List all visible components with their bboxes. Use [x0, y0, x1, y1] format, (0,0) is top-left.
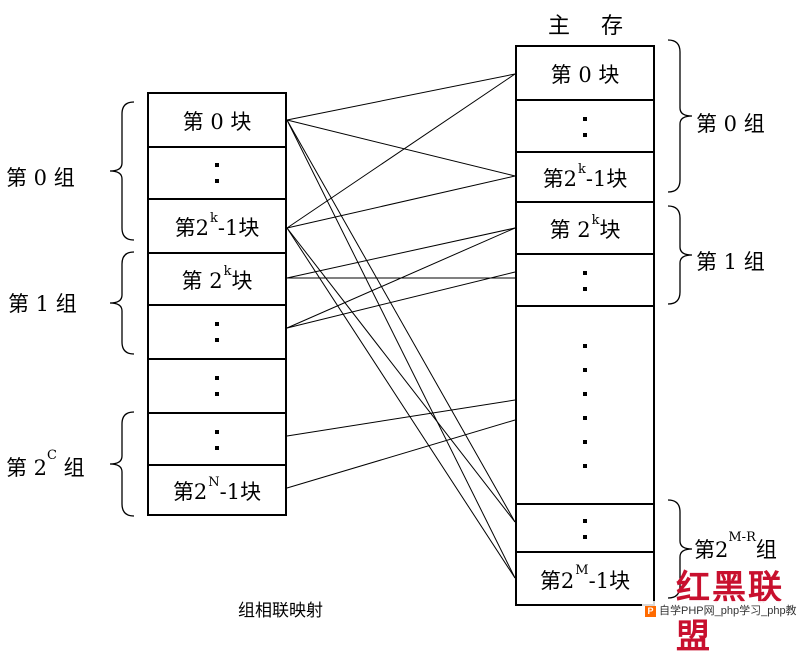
php-site-icon: P	[645, 606, 656, 617]
cache-group-0-text: 第 0 组	[6, 166, 75, 190]
cache-block-2k-minus-1-suffix: -1块	[217, 216, 260, 240]
cache-group-2c-brace	[109, 411, 135, 517]
cache-group-1-brace	[109, 251, 135, 355]
cache-group-2c-text: 第 2	[6, 456, 48, 480]
cache-block-2k-label: 第 2	[181, 269, 223, 293]
line-c2k-m2k	[286, 227, 516, 279]
cache-block-2k-sup: k	[223, 263, 232, 279]
watermark-text: 自学PHP网_php学习_php教	[659, 605, 797, 617]
memory-group-2mr-suffix: 组	[755, 538, 777, 562]
cache-block-2n-minus-1-sup: N	[208, 474, 220, 490]
memory-block-2k-minus-1-label: 第2	[542, 167, 577, 191]
cache-group-0-label: 第 0 组	[6, 162, 75, 192]
cache-block-2k-suffix: 块	[231, 269, 253, 293]
cache-block-2n-minus-1-label: 第2	[172, 480, 208, 504]
line-c2k1-m2m	[286, 227, 516, 579]
memory-group-2mr-text: 第2	[694, 538, 729, 562]
memory-group-1-label: 第 1 组	[696, 246, 765, 276]
line-cdots1-mdots1	[286, 271, 516, 329]
memory-block-0: 第 0 块	[517, 47, 653, 101]
memory-group-1-brace	[667, 205, 693, 305]
memory-dots-1	[517, 253, 653, 307]
cache-group-1-label: 第 1 组	[8, 288, 77, 318]
cache-dots-0	[149, 146, 285, 198]
memory-group-1-text: 第 1 组	[696, 250, 765, 274]
memory-group-2mr-sup: M-R	[728, 530, 756, 545]
cache-dots-2	[149, 358, 285, 412]
memory-block-2m-minus-1-label: 第2	[539, 568, 575, 593]
cache-group-2c-label: 第 2C 组	[6, 448, 85, 482]
memory-block-0-label: 第 0 块	[550, 63, 620, 87]
cache-group-2c-suffix: 组	[57, 456, 85, 480]
line-c0-m2k1	[286, 119, 516, 177]
cache-dots-3	[149, 412, 285, 466]
cache-dots-1	[149, 304, 285, 358]
diagram-caption: 组相联映射	[238, 601, 323, 620]
memory-group-0-brace	[667, 39, 693, 193]
cache-block-0: 第 0 块	[149, 94, 285, 148]
memory-group-0-text: 第 0 组	[696, 112, 765, 136]
cache-group-1-text: 第 1 组	[8, 292, 77, 316]
cache-block-0-label: 第 0 块	[182, 110, 252, 134]
line-cdots1-m2k	[286, 227, 516, 329]
line-c2n-mdots2	[286, 419, 516, 489]
main-memory-title: 主 存	[548, 14, 635, 39]
cache-group-2c-sup: C	[47, 448, 57, 463]
line-c2k1-mlast	[286, 227, 516, 523]
memory-block-2k-minus-1-sup: k	[578, 161, 586, 177]
memory-block-2k-minus-1-suffix: -1块	[585, 167, 628, 191]
cache-block-2k-minus-1-label: 第2	[174, 216, 209, 240]
memory-block-2k-label: 第 2	[549, 218, 591, 242]
memory-block-2k-sup: k	[591, 212, 600, 228]
memory-dots-0	[517, 99, 653, 153]
memory-block-2m-minus-1-sup: M	[575, 563, 589, 578]
cache-block-2n-minus-1-suffix: -1块	[219, 480, 262, 504]
memory-dots-3	[517, 503, 653, 553]
line-c0-m2m	[286, 119, 516, 579]
line-c0-mlast	[286, 119, 516, 523]
line-c2k1-m2k1	[286, 175, 516, 229]
cache-group-0-brace	[109, 101, 135, 241]
memory-group-2mr-label: 第2M-R组	[694, 530, 777, 564]
memory-dots-2	[517, 305, 653, 505]
memory-group-0-label: 第 0 组	[696, 108, 765, 138]
line-cdots3-mdots2	[286, 399, 516, 437]
mapping-lines	[109, 39, 693, 599]
memory-block-2k-suffix: 块	[599, 218, 621, 242]
line-c2k1-m0	[286, 73, 516, 229]
cache-block-2k-minus-1-sup: k	[210, 210, 218, 226]
line-c0-m0	[286, 73, 516, 121]
memory-block-2m-minus-1-suffix: -1块	[588, 568, 631, 593]
memory-group-2mr-brace	[667, 499, 693, 599]
